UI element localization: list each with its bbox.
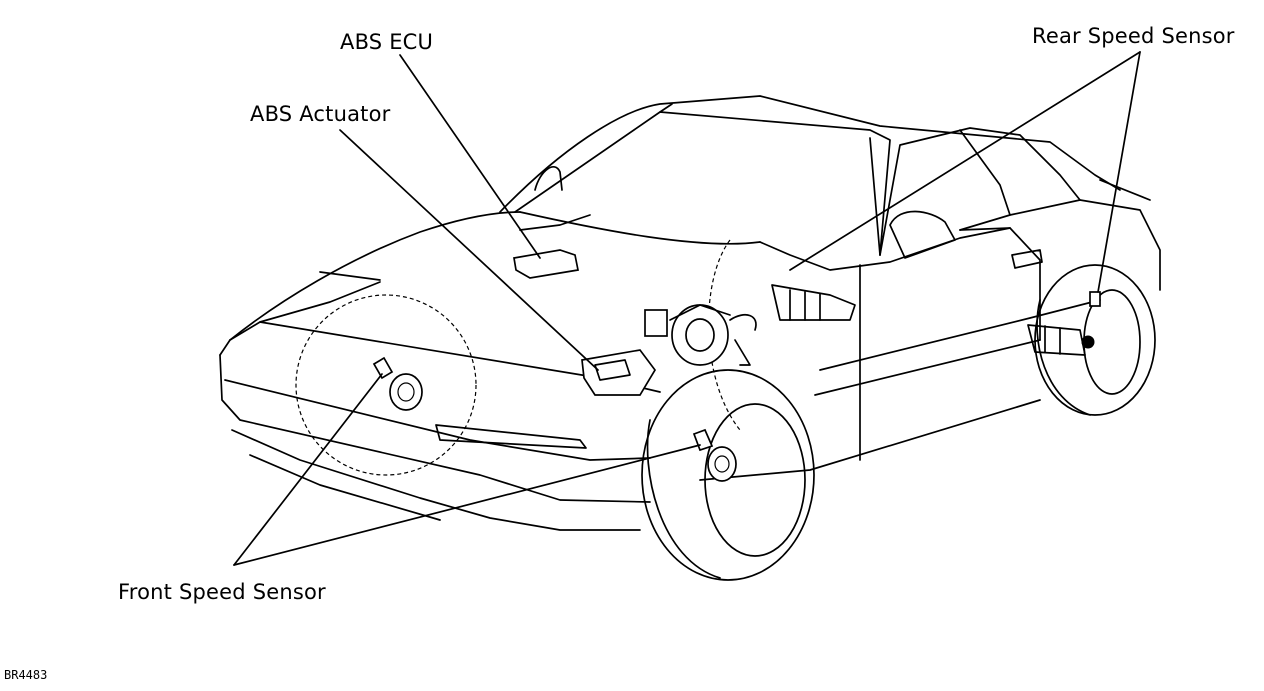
front-speed-sensor-left: [372, 356, 423, 411]
front-wheel: [641, 369, 815, 581]
front-speed-sensor-label: Front Speed Sensor: [118, 580, 326, 604]
rear-drive-shafts: [771, 284, 1095, 356]
leader-lines: [233, 51, 1141, 566]
car-body-outline: [219, 95, 1161, 531]
abs-ecu-label: ABS ECU: [340, 30, 434, 54]
figure-code: BR4483: [4, 668, 48, 682]
rear-speed-sensor-right: [1089, 291, 1101, 307]
abs-actuator-label: ABS Actuator: [250, 102, 391, 126]
front-speed-sensor-right: [692, 428, 737, 482]
rear-speed-sensor-label: Rear Speed Sensor: [1032, 24, 1235, 48]
rear-wheel: [1034, 264, 1156, 416]
abs-actuator-assembly: [581, 304, 757, 396]
